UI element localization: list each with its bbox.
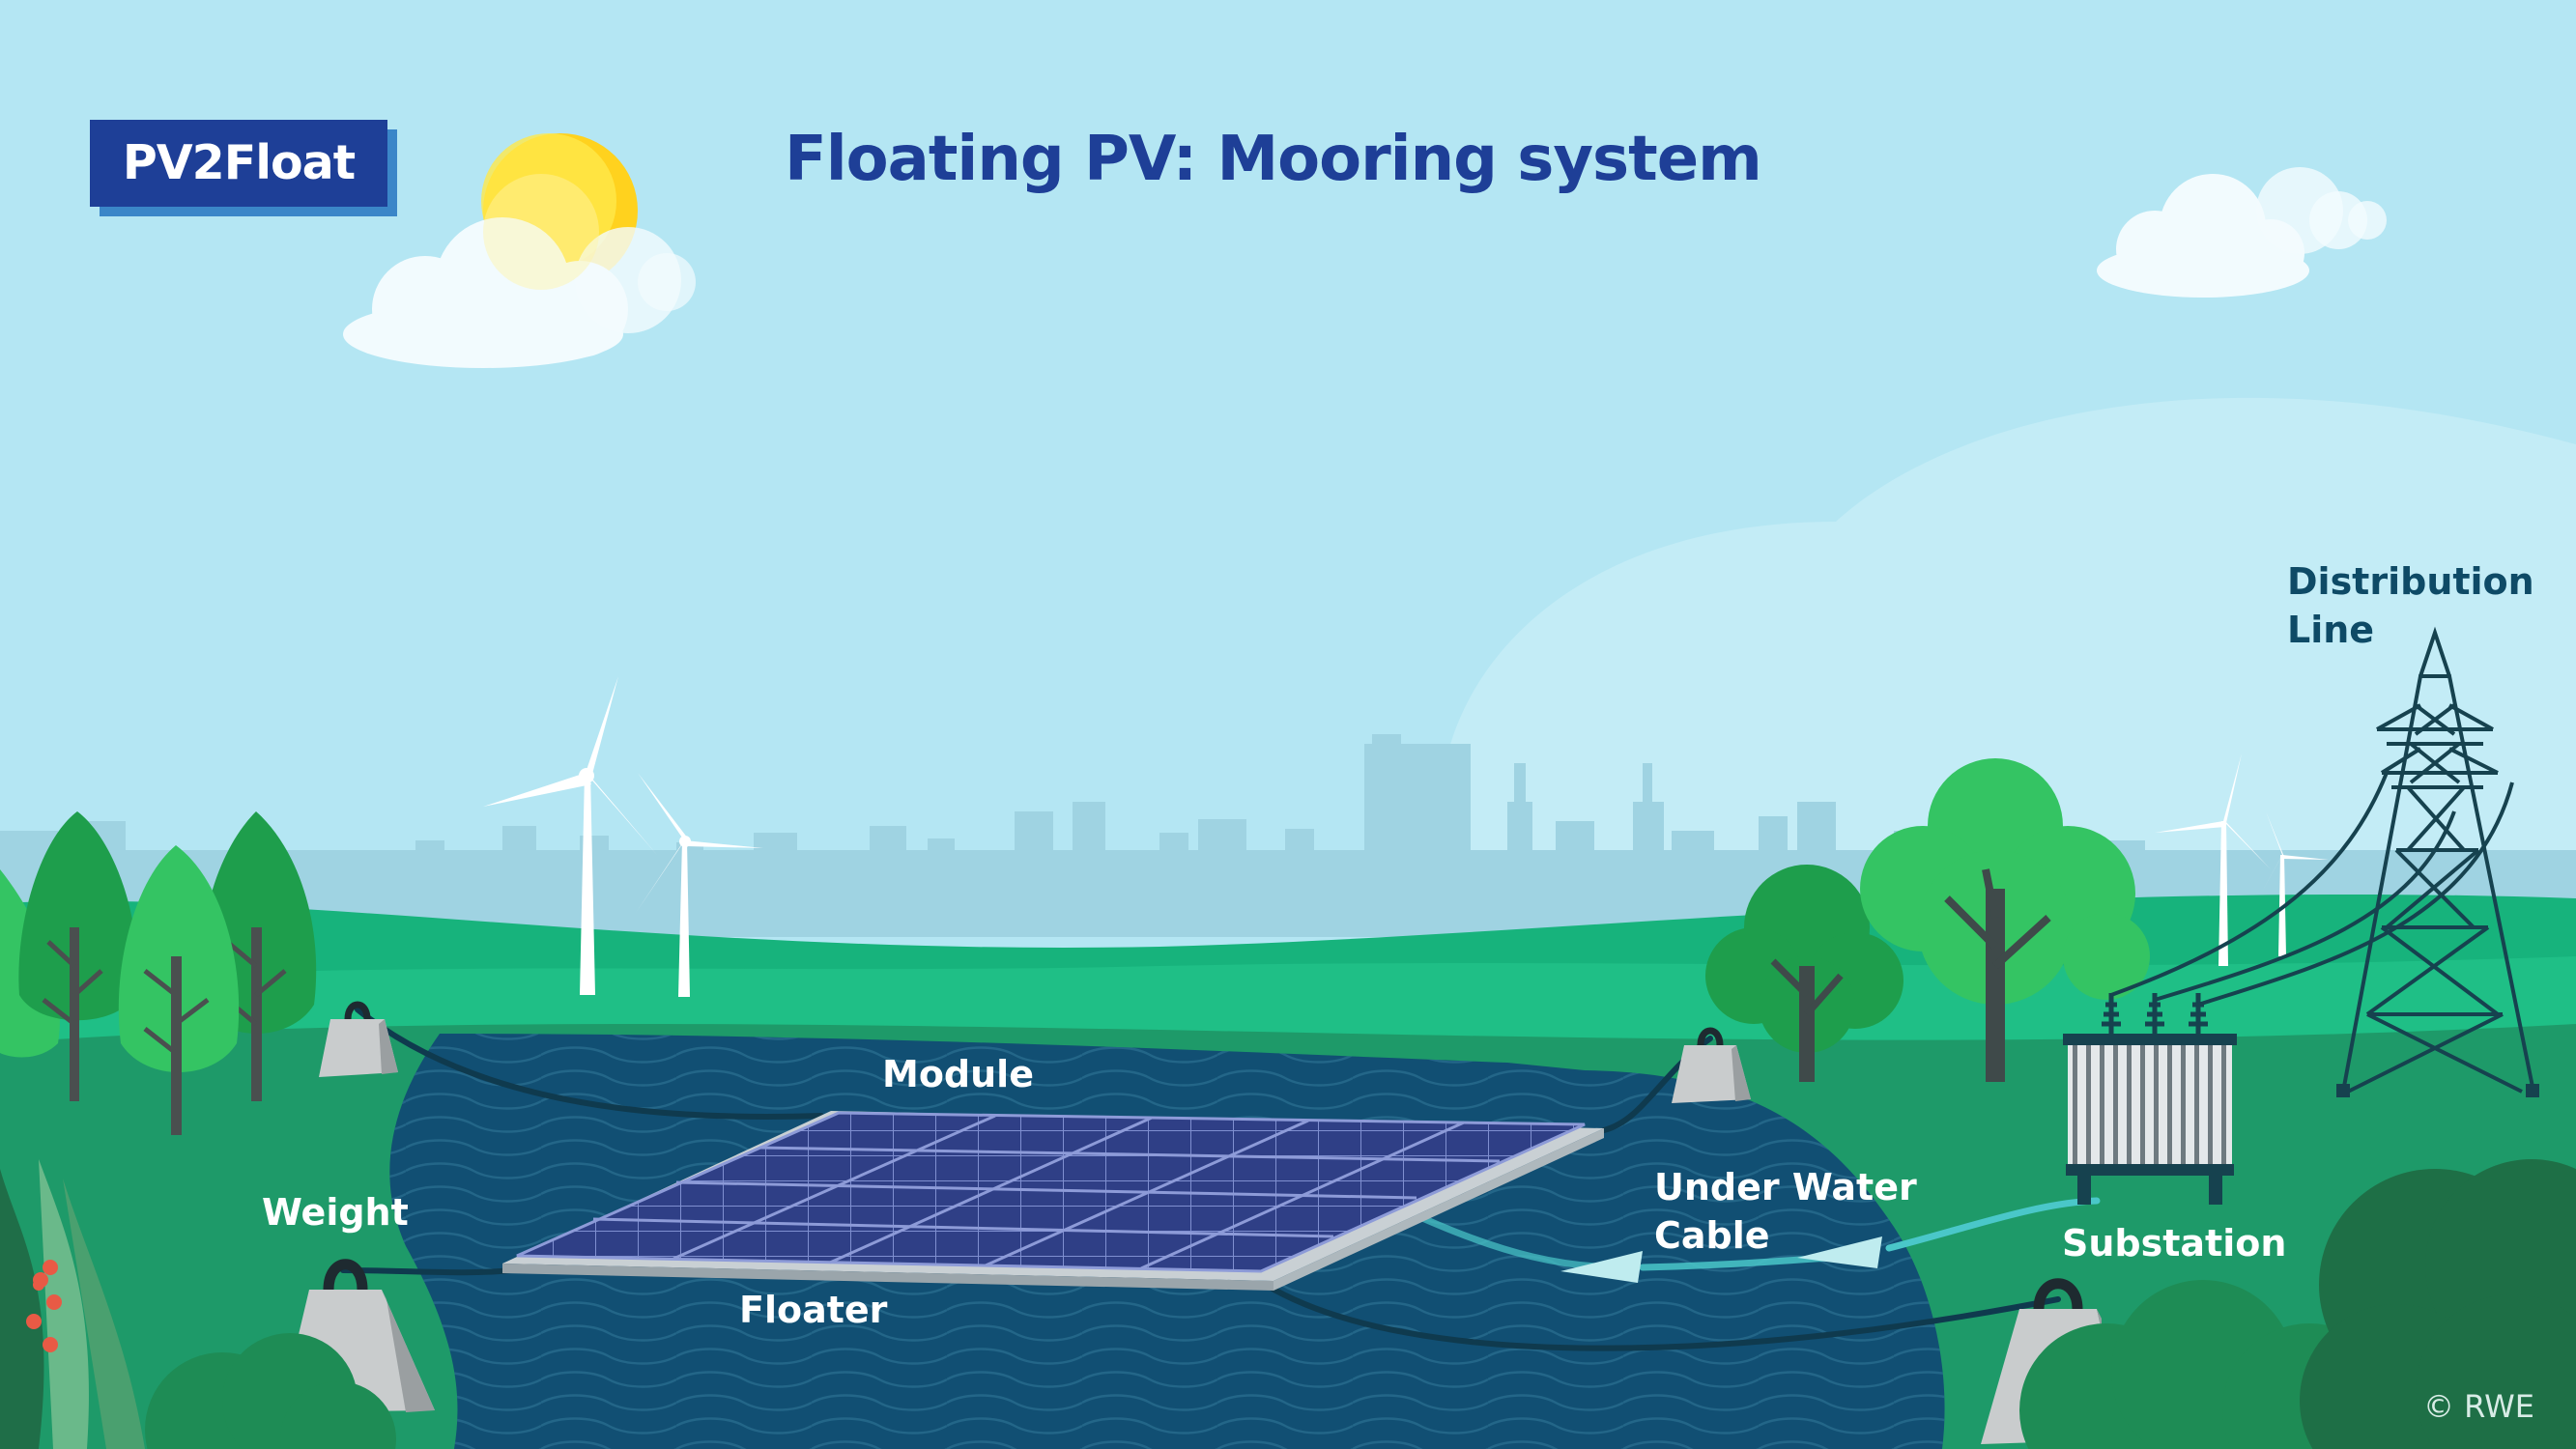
foreground-bushes	[0, 1159, 2576, 1449]
label-under-water-cable-line2: Cable	[1654, 1214, 1770, 1257]
cloud-icon	[2097, 167, 2387, 298]
wind-turbine-icon	[2261, 811, 2329, 956]
page-title: Floating PV: Mooring system	[785, 124, 1762, 195]
wind-turbine-icon	[2155, 753, 2271, 966]
tree-icon	[1705, 865, 1903, 1082]
wind-turbine-icon	[636, 773, 763, 997]
tree-icon	[118, 845, 240, 1135]
cloud-icon	[343, 217, 696, 368]
tree-icon	[1860, 758, 2150, 1082]
concrete-weight-icon	[319, 1001, 398, 1077]
label-under-water-cable-line1: Under Water	[1654, 1166, 1917, 1208]
pv2float-logo: PV2Float	[90, 120, 397, 216]
label-distribution-line2: Line	[2287, 609, 2375, 651]
label-substation: Substation	[2062, 1222, 2287, 1264]
concrete-weight-icon	[1672, 1027, 1751, 1103]
arrow-head-icon	[1560, 1251, 1643, 1283]
transmission-tower-icon	[2336, 626, 2539, 1097]
copyright-notice: © RWE	[2423, 1388, 2534, 1425]
background-hill	[1440, 397, 2576, 869]
tree-icon	[18, 811, 137, 1101]
label-weight: Weight	[262, 1191, 409, 1234]
transformer-icon	[2063, 993, 2237, 1205]
arrow-head-icon	[1797, 1236, 1882, 1268]
label-floater: Floater	[739, 1289, 888, 1331]
label-distribution-line1: Distribution	[2287, 560, 2534, 603]
wind-turbine-icon	[483, 676, 657, 995]
solar-panel-array-icon	[502, 1111, 1604, 1291]
label-module: Module	[882, 1053, 1034, 1095]
logo-text: PV2Float	[90, 120, 387, 207]
red-berries-icon	[26, 1260, 62, 1352]
pv-modules	[516, 1111, 1586, 1273]
